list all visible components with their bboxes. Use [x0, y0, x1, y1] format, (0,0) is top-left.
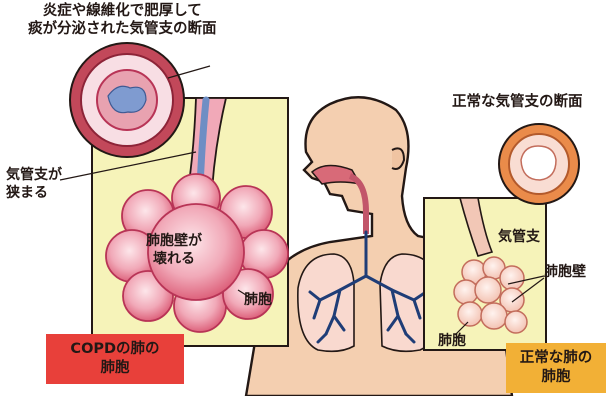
normal-bronchus-section — [499, 124, 579, 204]
normal-panel — [424, 198, 546, 350]
copd-alveoli-label: 肺胞 — [244, 292, 272, 310]
inflamed-section-label: 炎症や線維化で肥厚して 痰が分泌された気管支の断面 — [28, 2, 217, 38]
copd-alveoli-tag: COPDの肺の 肺胞 — [46, 334, 184, 384]
alveolar-wall-breaks-label: 肺胞壁が 壊れる — [146, 233, 202, 268]
bronchus-label: 気管支 — [498, 229, 540, 247]
normal-alveoli-cluster — [454, 257, 527, 333]
right-lung — [298, 254, 354, 351]
alveolar-wall-label: 肺胞壁 — [544, 264, 586, 282]
normal-alveoli-tag: 正常な肺の 肺胞 — [506, 343, 606, 393]
normal-section-label: 正常な気管支の断面 — [452, 93, 583, 111]
normal-alveoli-label: 肺胞 — [438, 333, 466, 351]
bronchus-narrows-label: 気管支が 狭まる — [6, 167, 62, 202]
ear — [392, 148, 404, 169]
